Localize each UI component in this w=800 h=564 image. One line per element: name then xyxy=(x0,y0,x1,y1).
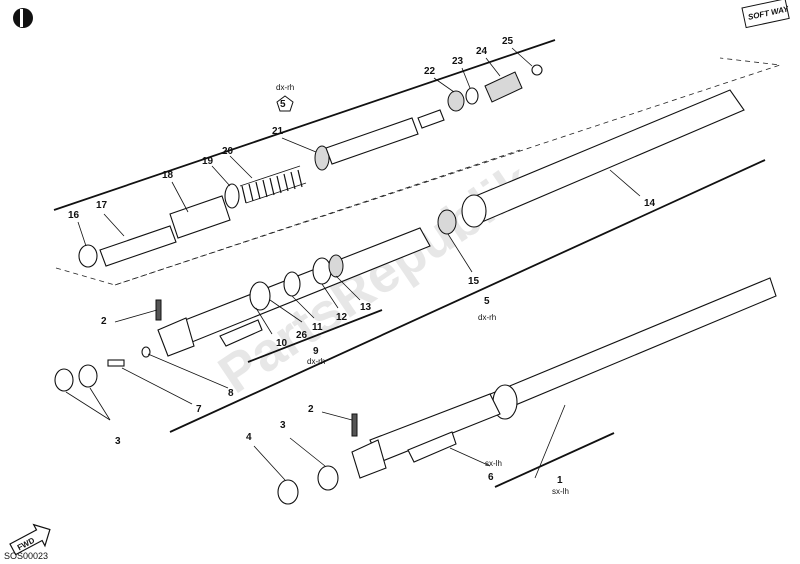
callout-11: 11 xyxy=(312,322,323,333)
callout-8: 8 xyxy=(228,388,234,399)
part-18-tube xyxy=(169,195,231,239)
part-21-tip xyxy=(417,109,445,129)
callout-18: 18 xyxy=(162,170,174,181)
part-1-tube xyxy=(487,277,777,415)
callout-5-top-sub: dx-rh xyxy=(276,83,294,92)
callout-3-sx: 3 xyxy=(280,420,286,431)
callout-23: 23 xyxy=(452,56,464,67)
callout-24: 24 xyxy=(476,46,488,57)
callout-12: 12 xyxy=(336,312,348,323)
callout-6: 6 xyxy=(488,472,494,483)
part-1-foot xyxy=(351,439,387,479)
part-22-nut xyxy=(447,90,465,112)
part-10-bush xyxy=(249,281,271,311)
outer-tube-dx xyxy=(437,89,745,235)
alignment-dash-lower xyxy=(114,149,521,286)
callout-25: 25 xyxy=(502,36,514,47)
divider-line-middle xyxy=(169,159,766,433)
part-25-clip xyxy=(531,64,543,76)
small-parts-dx xyxy=(54,346,151,392)
callout-21: 21 xyxy=(272,126,284,137)
callout-22: 22 xyxy=(424,66,436,77)
divider-line-top xyxy=(53,39,556,211)
callout-2-sx: 2 xyxy=(308,404,314,415)
part-21-piston xyxy=(314,145,330,171)
pentagon-badge-icon xyxy=(276,95,294,112)
part-6-bracket xyxy=(407,431,457,463)
callout-9-sub: dx-rh xyxy=(307,357,325,366)
callout-2-dx: 2 xyxy=(101,316,107,327)
part-21-rod xyxy=(325,117,419,165)
part-8-washer xyxy=(141,346,151,358)
callout-6-sub: sx-lh xyxy=(485,459,502,468)
part-19-ring xyxy=(224,183,240,209)
divider-line-sx xyxy=(494,432,615,488)
callout-20: 20 xyxy=(222,146,234,157)
part-3-clamp-a xyxy=(54,368,74,392)
leader-lines xyxy=(65,47,641,481)
callout-3-dx: 3 xyxy=(115,436,121,447)
callout-26: 26 xyxy=(296,330,308,341)
part-16-bush xyxy=(78,244,98,268)
part-3-clamp-sx xyxy=(317,465,339,491)
callout-4: 4 xyxy=(246,432,252,443)
callout-9: 9 xyxy=(313,346,319,357)
part-12-ring xyxy=(312,257,332,285)
alignment-dash-upper xyxy=(55,57,781,286)
callout-19: 19 xyxy=(202,156,214,167)
part-4-clamp xyxy=(277,479,299,505)
callout-7: 7 xyxy=(196,404,202,415)
callout-17: 17 xyxy=(96,200,108,211)
part-26-bracket xyxy=(219,319,263,347)
callout-14: 14 xyxy=(644,198,656,209)
fork-leg-sx xyxy=(351,277,777,479)
part-17-rod xyxy=(99,225,177,267)
callout-5-mid-sub: dx-rh xyxy=(478,313,496,322)
slider-foot-dx xyxy=(157,317,195,357)
part-13-ring xyxy=(328,254,344,278)
part-11-ring xyxy=(283,271,301,297)
callout-1-sub: sx-lh xyxy=(552,487,569,496)
callout-5-top: 5 xyxy=(280,99,286,110)
softway-logo: SOFT WAY xyxy=(741,0,790,29)
part-14-tube-end xyxy=(461,194,487,228)
cartridge-assembly xyxy=(78,64,543,268)
callout-1: 1 xyxy=(557,475,563,486)
part-15-seal xyxy=(437,209,457,235)
divider-line-group9 xyxy=(247,309,383,363)
callout-5-mid: 5 xyxy=(484,296,490,307)
part-23-washer xyxy=(465,87,479,105)
diagram-code: SOS00023 xyxy=(4,551,48,561)
part-24-cap xyxy=(484,71,523,103)
callout-10: 10 xyxy=(276,338,288,349)
part-20-spring xyxy=(239,165,307,204)
brand-logo-icon xyxy=(13,8,33,28)
callout-16: 16 xyxy=(68,210,80,221)
part-3-clamp-b xyxy=(78,364,98,388)
callout-13: 13 xyxy=(360,302,372,313)
part-7-bolt xyxy=(107,359,125,367)
part-2-screw-sx xyxy=(351,413,358,437)
callouts: 1 sx-lh 2 2 3 3 4 5 dx-rh 5 dx-rh 6 sx-l… xyxy=(68,36,656,496)
callout-15: 15 xyxy=(468,276,480,287)
slider-assembly-dx xyxy=(155,227,431,357)
